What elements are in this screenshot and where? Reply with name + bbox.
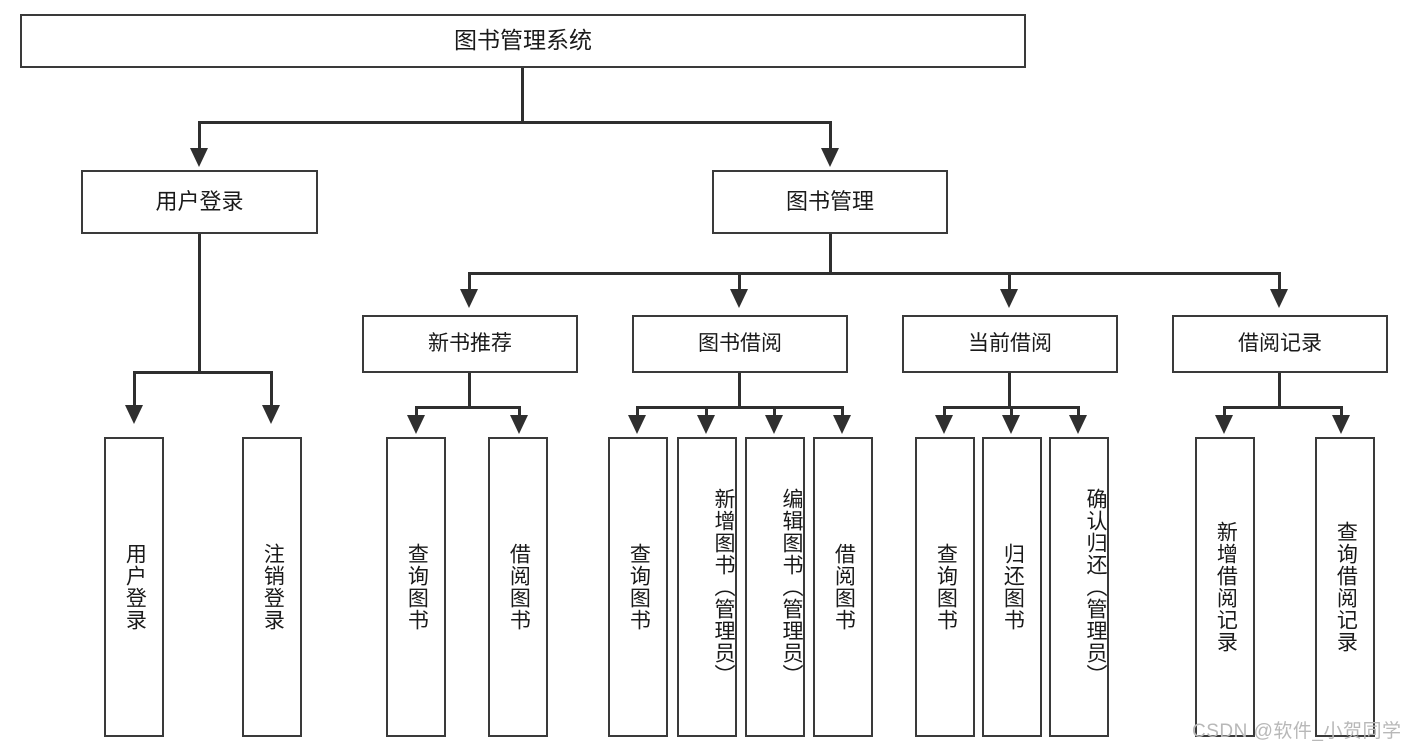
connector-to-book-manage [829,121,832,151]
arrow-leaf-add-book [697,415,715,434]
arrow-leaf-logout [262,405,280,424]
arrow-leaf-confirm-return [1069,415,1087,434]
node-label: 用户登录 [123,543,147,631]
node-label: 借阅记录 [1238,331,1322,355]
connector-level2-bus [468,272,1280,275]
connector-new-book-branch-2 [518,406,521,418]
leaf-confirm-return-admin[interactable]: 确认归还（管理员） [1049,437,1109,737]
connector-book-borrow-branch-3 [773,406,776,418]
connector-root-stem [521,68,524,121]
leaf-borrow-book[interactable]: 借阅图书 [813,437,873,737]
connector-to-borrow-record [1278,272,1281,292]
connector-book-borrow-branch-1 [636,406,639,418]
connector-user-login-branch-2 [270,371,273,408]
connector-borrow-record-stem [1278,373,1281,409]
connector-to-user-login [198,121,201,151]
node-book-manage[interactable]: 图书管理 [712,170,948,234]
arrow-leaf-borrow-book-bb [833,415,851,434]
arrow-leaf-query-book-bb [628,415,646,434]
node-label: 查询借阅记录 [1334,521,1358,653]
arrow-leaf-return-book [1002,415,1020,434]
leaf-user-login[interactable]: 用户登录 [104,437,164,737]
connector-borrow-record-bus [1223,406,1343,409]
arrow-to-new-book [460,289,478,308]
node-label: 当前借阅 [968,331,1052,355]
connector-current-borrow-stem [1008,373,1011,409]
watermark-text: CSDN @软件_小贺同学 [1192,721,1402,742]
arrow-to-book-manage [821,148,839,167]
connector-book-borrow-branch-2 [705,406,708,418]
node-current-borrow[interactable]: 当前借阅 [902,315,1118,373]
watermark-csdn: CSDN @软件_小贺同学 [1192,716,1401,743]
connector-new-book-branch-1 [415,406,418,418]
arrow-leaf-user-login [125,405,143,424]
connector-current-borrow-branch-1 [943,406,946,418]
node-label: 图书借阅 [698,331,782,355]
arrow-to-book-borrow [730,289,748,308]
node-new-book-recommend[interactable]: 新书推荐 [362,315,578,373]
node-label: 归还图书 [1001,543,1025,631]
arrow-leaf-query-book-nb [407,415,425,434]
node-label: 图书管理 [785,189,874,215]
arrow-leaf-add-record [1215,415,1233,434]
connector-borrow-record-branch-1 [1223,406,1226,418]
node-label: 查询图书 [627,543,651,631]
connector-current-borrow-branch-2 [1010,406,1013,418]
leaf-query-book-borrow[interactable]: 查询图书 [608,437,668,737]
connector-book-borrow-bus [636,406,844,409]
arrow-leaf-query-record [1332,415,1350,434]
node-label: 新增图书（管理员） [712,488,735,686]
connector-book-borrow-branch-4 [841,406,844,418]
leaf-query-book-recommend[interactable]: 查询图书 [386,437,446,737]
node-book-borrow[interactable]: 图书借阅 [632,315,848,373]
node-label: 借阅图书 [832,543,856,631]
node-borrow-record[interactable]: 借阅记录 [1172,315,1388,373]
connector-new-book-stem [468,373,471,409]
node-label: 图书管理系统 [454,27,592,54]
node-root-system[interactable]: 图书管理系统 [20,14,1026,68]
node-label: 新增借阅记录 [1214,521,1238,653]
connector-to-book-borrow [738,272,741,292]
node-label: 新书推荐 [428,331,512,355]
connector-to-new-book [468,272,471,292]
leaf-logout[interactable]: 注销登录 [242,437,302,737]
leaf-return-book[interactable]: 归还图书 [982,437,1042,737]
connector-book-borrow-stem [738,373,741,409]
node-label: 确认归还（管理员） [1084,488,1107,686]
leaf-edit-book-admin[interactable]: 编辑图书（管理员） [745,437,805,737]
arrow-leaf-borrow-book-nb [510,415,528,434]
node-label: 查询图书 [405,543,429,631]
leaf-borrow-book-recommend[interactable]: 借阅图书 [488,437,548,737]
node-label: 借阅图书 [507,543,531,631]
node-label: 注销登录 [261,543,285,631]
arrow-to-current-borrow [1000,289,1018,308]
connector-level1-bus [198,121,832,124]
arrow-to-borrow-record [1270,289,1288,308]
connector-user-login-branch-1 [133,371,136,408]
connector-to-current-borrow [1008,272,1011,292]
connector-current-borrow-branch-3 [1077,406,1080,418]
connector-user-login-stem [198,234,201,374]
connector-book-manage-stem [829,234,832,274]
leaf-query-borrow-record[interactable]: 查询借阅记录 [1315,437,1375,737]
arrow-leaf-query-book-cb [935,415,953,434]
leaf-add-book-admin[interactable]: 新增图书（管理员） [677,437,737,737]
arrow-to-user-login [190,148,208,167]
arrow-leaf-edit-book [765,415,783,434]
node-label: 查询图书 [934,543,958,631]
connector-new-book-bus [415,406,521,409]
leaf-add-borrow-record[interactable]: 新增借阅记录 [1195,437,1255,737]
node-label: 用户登录 [155,189,244,215]
connector-user-login-bus [133,371,270,374]
leaf-query-book-current[interactable]: 查询图书 [915,437,975,737]
node-label: 编辑图书（管理员） [780,488,803,686]
node-user-login[interactable]: 用户登录 [81,170,318,234]
connector-borrow-record-branch-2 [1340,406,1343,418]
